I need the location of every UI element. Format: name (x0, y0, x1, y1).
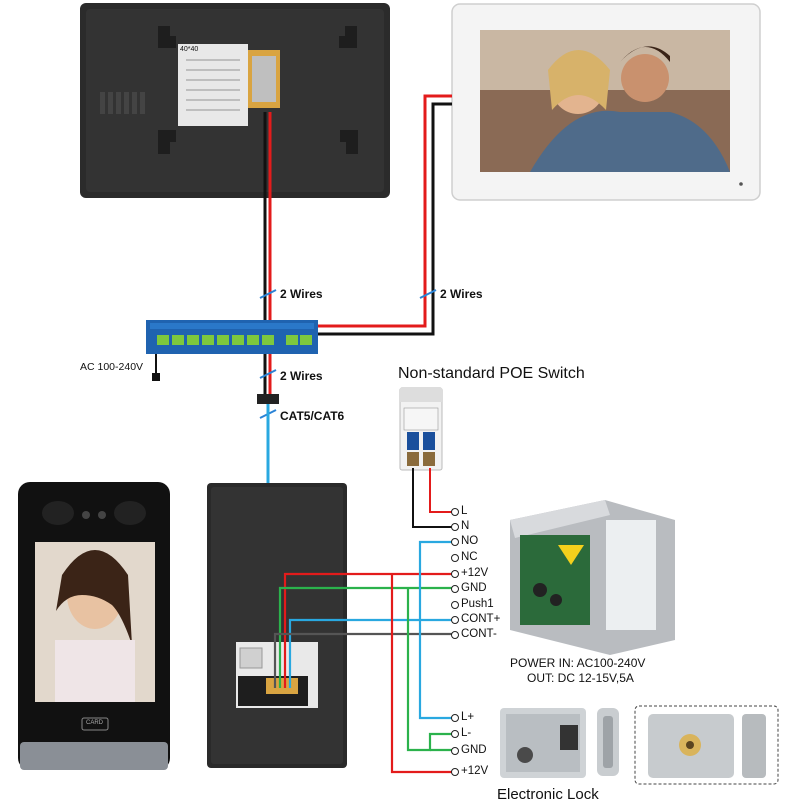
rj45-coupler (257, 394, 279, 404)
power-in-label: POWER IN: AC100-240V (510, 656, 646, 670)
poe-switch-label: Non-standard POE Switch (398, 365, 585, 382)
outdoor-panel-back-device (207, 483, 347, 768)
monitor-back-device (80, 3, 390, 198)
cat-cable-label: CAT5/CAT6 (280, 409, 345, 423)
poe-switch-device (146, 320, 318, 381)
back-label: 40*40 (180, 46, 199, 53)
two-wires-label-left: 2 Wires (280, 287, 323, 301)
terminal-l-plus: L+ (461, 711, 475, 723)
terminal-12v: +12V (461, 567, 489, 579)
face-panel-device (18, 482, 170, 770)
electronic-lock-label: Electronic Lock (497, 786, 599, 803)
terminal-push1: Push1 (461, 598, 494, 610)
terminal-no: NO (461, 535, 479, 547)
monitor-front-device (451, 3, 761, 201)
terminal-nc: NC (461, 551, 478, 563)
terminal-l-minus: L- (461, 727, 472, 739)
terminal-gnd: GND (461, 582, 487, 594)
terminal-n: N (461, 520, 470, 532)
card-label: CARD (86, 720, 104, 726)
electronic-lock-device (500, 705, 779, 785)
two-wires-label-right: 2 Wires (440, 287, 483, 301)
terminal-cont-plus: CONT+ (461, 613, 501, 625)
power-out-label: OUT: DC 12-15V,5A (527, 671, 634, 685)
circuit-breaker-device (399, 387, 443, 471)
terminal-lock-12v: +12V (461, 765, 489, 777)
two-wires-label-switch: 2 Wires (280, 369, 323, 383)
ac-input-label: AC 100-240V (80, 361, 144, 373)
terminal-lock-gnd: GND (461, 744, 487, 756)
power-supply-device (510, 500, 675, 655)
terminal-cont-minus: CONT- (461, 628, 497, 640)
terminal-l: L (461, 505, 468, 517)
